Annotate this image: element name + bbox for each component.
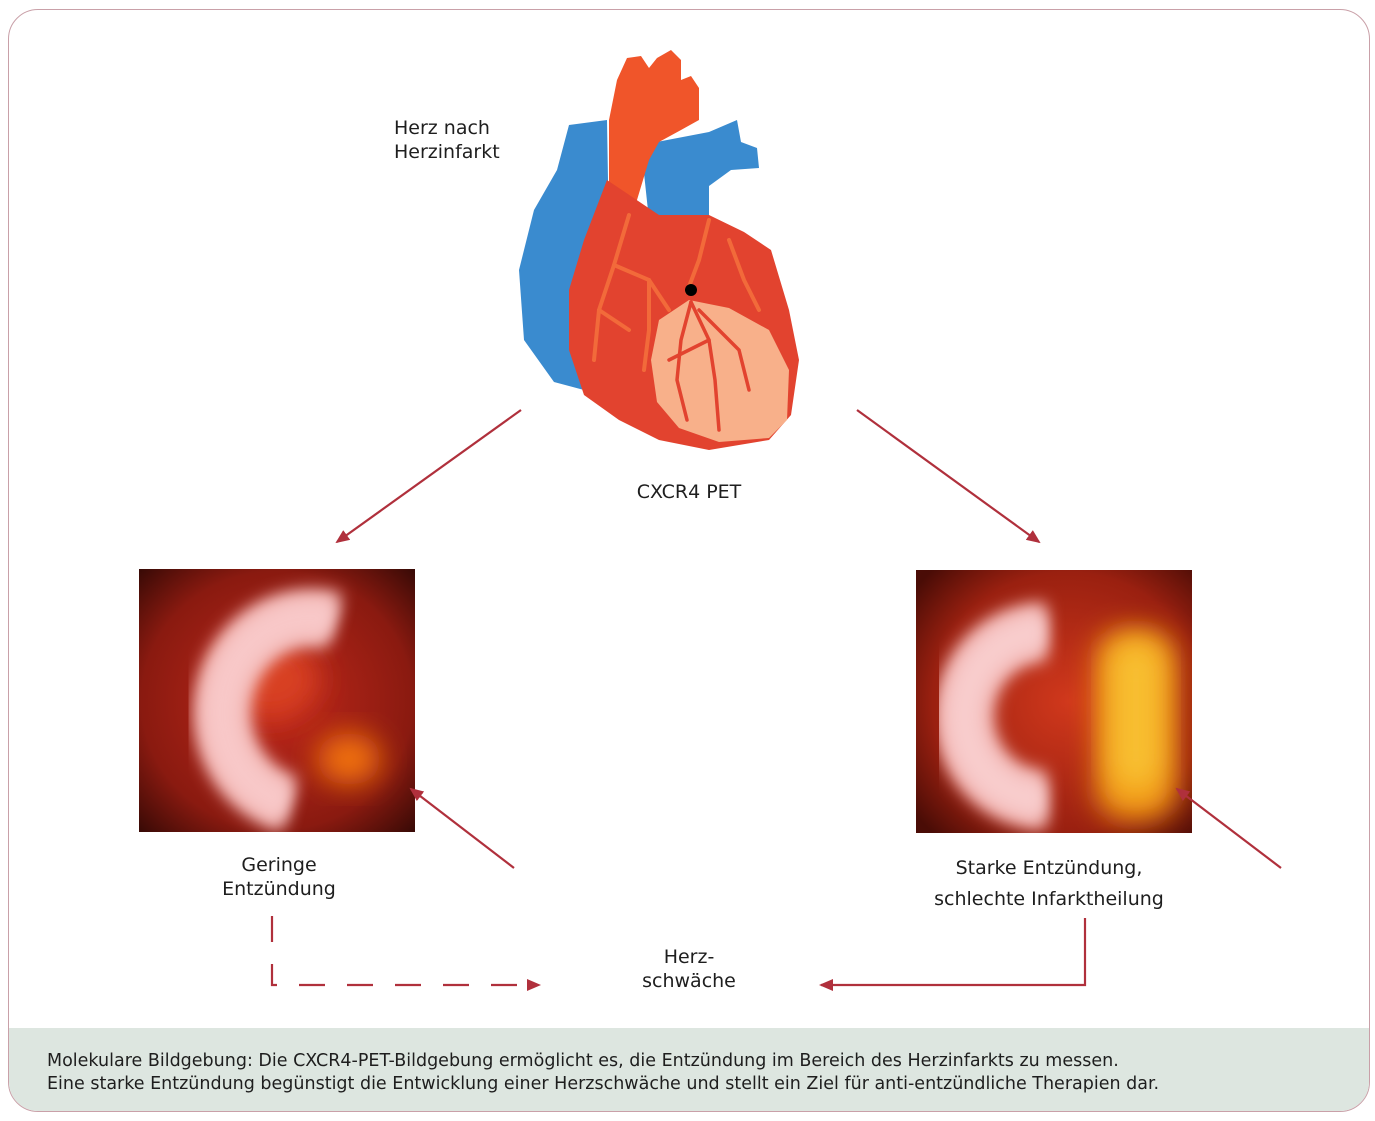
heart-label: Herz nach Herzinfarkt bbox=[394, 116, 500, 164]
arrow-right-solid bbox=[821, 918, 1085, 985]
pet-label: CXCR4 PET bbox=[609, 480, 769, 504]
high-inflammation-label: Starke Entzündung, schlechte Infarktheil… bbox=[904, 853, 1194, 915]
heart-label-line2: Herzinfarkt bbox=[394, 140, 500, 164]
low-inflammation-label: Geringe Entzündung bbox=[179, 853, 379, 901]
heart-illustration bbox=[519, 50, 799, 450]
heart-failure-line2: schwäche bbox=[599, 969, 779, 993]
arrow-pointer-left bbox=[411, 789, 514, 868]
figure-frame: Herz nach Herzinfarkt CXCR4 PET Geringe … bbox=[8, 9, 1370, 1112]
heart-label-line1: Herz nach bbox=[394, 116, 500, 140]
caption-box: Molekulare Bildgebung: Die CXCR4-PET-Bil… bbox=[9, 1028, 1369, 1111]
pet-image-high bbox=[916, 570, 1192, 833]
pet-image-low bbox=[139, 569, 415, 832]
low-inflammation-line1: Geringe bbox=[179, 853, 379, 877]
arrow-left-dashed bbox=[272, 916, 539, 985]
heart-failure-line1: Herz- bbox=[599, 945, 779, 969]
high-inflammation-line1: Starke Entzündung, bbox=[904, 853, 1194, 884]
occlusion-dot bbox=[685, 284, 697, 296]
heart-failure-label: Herz- schwäche bbox=[599, 945, 779, 993]
caption-text: Molekulare Bildgebung: Die CXCR4-PET-Bil… bbox=[47, 1050, 1347, 1096]
low-inflammation-line2: Entzündung bbox=[179, 877, 379, 901]
caption-line2: Eine starke Entzündung begünstigt die En… bbox=[47, 1074, 1159, 1094]
high-inflammation-line2: schlechte Infarktheilung bbox=[904, 884, 1194, 915]
caption-line1: Molekulare Bildgebung: Die CXCR4-PET-Bil… bbox=[47, 1051, 1119, 1071]
arrow-heart-to-left bbox=[337, 410, 521, 542]
arrow-heart-to-right bbox=[857, 410, 1039, 542]
